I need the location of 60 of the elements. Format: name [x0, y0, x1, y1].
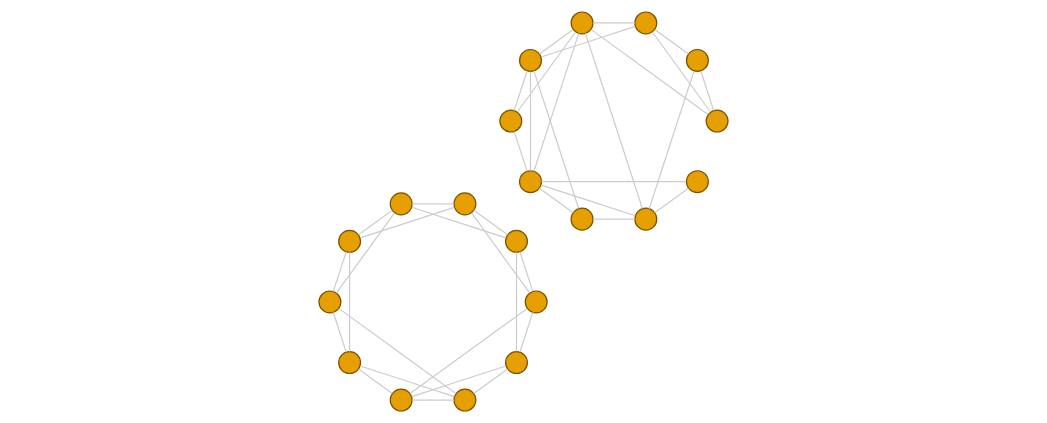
node-circle — [504, 229, 529, 253]
connector — [332, 251, 347, 293]
connector — [533, 70, 580, 210]
connector — [538, 28, 574, 55]
node-circle — [318, 290, 342, 314]
node-circle — [389, 388, 413, 412]
node-circle — [389, 192, 413, 216]
connector — [540, 184, 636, 217]
connector — [516, 31, 577, 113]
connector — [540, 181, 687, 183]
connector — [338, 307, 457, 395]
connector — [700, 70, 715, 112]
connector — [349, 251, 351, 352]
node-circle — [634, 207, 658, 231]
node-circle — [453, 388, 477, 412]
node-circle — [634, 11, 658, 35]
connector — [515, 251, 518, 352]
connector — [411, 399, 455, 401]
node-circle — [338, 229, 362, 253]
connector — [411, 203, 455, 205]
node-circle — [504, 351, 529, 375]
connector — [584, 32, 643, 210]
connector — [411, 206, 507, 239]
connector — [359, 206, 455, 239]
connector — [651, 31, 712, 113]
connector — [473, 209, 509, 236]
connector — [359, 365, 455, 398]
connector — [409, 307, 528, 395]
node-circle — [499, 109, 523, 133]
connector — [529, 71, 532, 172]
connector — [519, 311, 534, 353]
connector — [592, 22, 636, 24]
node-circle — [685, 48, 709, 72]
node-circle — [570, 11, 594, 35]
connector — [357, 209, 393, 236]
node-circle — [570, 207, 594, 231]
connector — [519, 251, 534, 292]
connector — [513, 70, 528, 112]
connector — [590, 28, 709, 116]
connector — [411, 365, 507, 398]
node-circle — [518, 170, 543, 194]
connector — [335, 212, 396, 294]
node-circle — [453, 192, 477, 216]
connector — [470, 212, 531, 294]
node-circle — [338, 351, 362, 375]
connector — [592, 218, 636, 220]
connector — [648, 70, 695, 210]
connector — [538, 187, 574, 214]
connector — [513, 130, 528, 172]
connector — [654, 187, 689, 214]
connector — [654, 28, 689, 55]
connector — [540, 25, 636, 58]
connector — [358, 368, 393, 395]
connector — [332, 311, 347, 353]
connector — [473, 368, 509, 395]
connector — [533, 33, 580, 172]
node-circle — [705, 109, 729, 133]
node-circle — [518, 48, 543, 72]
node-circle — [524, 290, 548, 314]
node-circle — [685, 170, 709, 194]
